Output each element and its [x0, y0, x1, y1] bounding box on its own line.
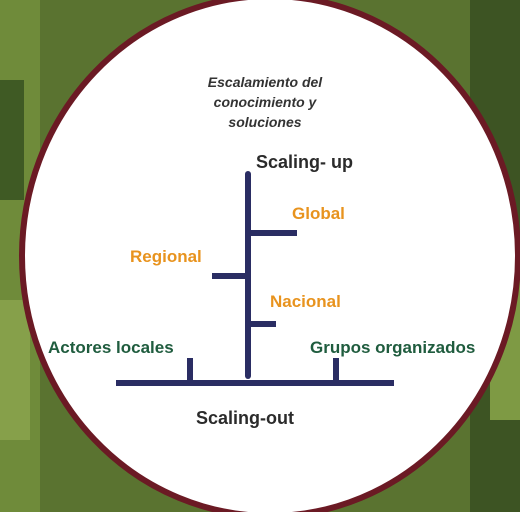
level-nacional-label: Nacional [270, 292, 341, 311]
diagram-title: Escalamiento del conocimiento y solucion… [207, 74, 323, 130]
scaling-up-label: Scaling- up [256, 152, 354, 172]
scaling-out-label: Scaling-out [196, 408, 294, 428]
grupos-organizados-label: Grupos organizados [310, 338, 476, 357]
level-global-label: Global [292, 204, 345, 223]
actores-locales-label: Actores locales [48, 338, 174, 357]
level-regional-label: Regional [130, 247, 202, 266]
